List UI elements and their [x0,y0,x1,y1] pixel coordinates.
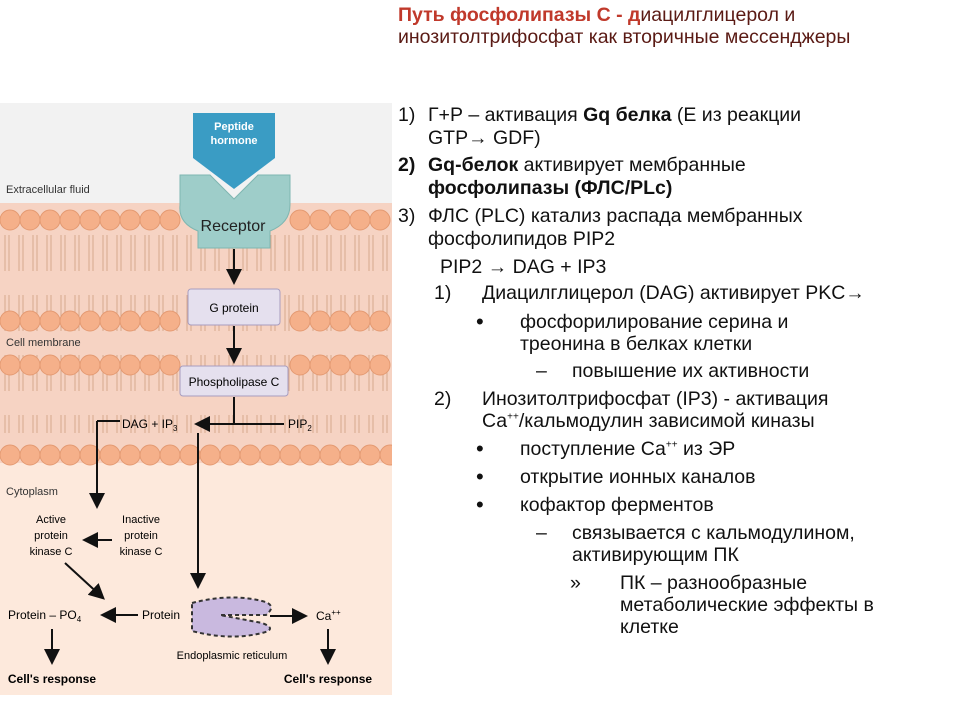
protein-po4-label: Protein – PO4 [8,608,82,624]
item-2-line-2: фосфолипазы (ФЛС/PLc) [428,177,673,199]
g-protein-label: G protein [209,301,258,315]
sub-sub-marker: » [570,572,581,594]
bullet-1-dot: • [476,309,484,334]
dash-2-marker: – [536,522,547,544]
dash-2-line-1: связывается с кальмодулином, [572,522,855,544]
hormone-label-1: Peptide [214,121,254,133]
inactive-pkc-label-2: protein [124,530,158,542]
item-3-line-2: фосфолипидов PIP2 [428,228,616,250]
signaling-pathway-diagram: Peptide hormone Receptor Extracellular f… [0,103,392,695]
item-2-marker: 2) [398,154,416,176]
sub-2-line-2: Са++/кальмодулин зависимой киназы [482,410,815,432]
item-3-line-1: ФЛС (PLC) катализ распада мембранных [428,205,803,227]
bullet-3-text: открытие ионных каналов [520,466,756,488]
cell-membrane-label: Cell membrane [6,337,81,349]
er-shape [191,596,273,638]
dash-1-marker: – [536,360,547,382]
protein-label: Protein [142,608,180,622]
g-protein-box [187,288,281,326]
cytoplasm-label: Cytoplasm [6,486,58,498]
sub-2-line-1: Инозитолтрифосфат (IP3) - активация [482,388,829,410]
peptide-hormone-shape [193,113,275,189]
slide-title: Путь фосфолипазы С - диацилглицерол и ин… [398,4,851,48]
phospholipid-heads [0,209,392,466]
response-left-label: Cell's response [8,672,97,686]
active-pkc-label-1: Active [36,514,66,526]
sub-1-marker: 1) [434,282,452,304]
item-1-line-2: GTP→ GDF) [428,127,541,149]
bullet-4-dot: • [476,492,484,517]
bullet-2-dot: • [476,436,484,461]
phospholipase-label: Phospholipase C [189,375,280,389]
item-3-marker: 3) [398,205,416,227]
sub-sub-line-3: клетке [620,616,679,638]
receptor-shape [179,174,291,249]
dash-1-text: повышение их активности [572,360,810,382]
sub-sub-line-1: ПК – разнообразные [620,572,808,594]
sub-1-text: Диацилглицерол (DAG) активирует PKC→ [482,282,865,304]
inactive-pkc-label-1: Inactive [122,514,160,526]
item-1-marker: 1) [398,104,416,126]
item-2-line-1: Gq-белок активирует мембранные [428,154,746,176]
bullet-3-dot: • [476,464,484,489]
hormone-label-2: hormone [210,135,257,147]
sub-2-marker: 2) [434,388,452,410]
bullet-1-line-2: треонина в белках клетки [520,333,753,355]
receptor-label: Receptor [201,218,267,235]
response-right-label: Cell's response [284,672,373,686]
dag-ip3-label: DAG + IP3 [122,417,178,433]
active-pkc-label-2: protein [34,530,68,542]
extracellular-label: Extracellular fluid [6,184,90,196]
item-1-line-1: Г+Р – активация Gq белка (Е из реакции [428,104,802,126]
bullet-1-line-1: фосфорилирование серина и [520,311,789,333]
active-pkc-label-3: kinase C [30,546,73,558]
bullet-4-text: кофактор ферментов [520,494,714,516]
reaction-line: PIP2 → DAG + IP3 [440,256,607,278]
sub-sub-line-2: метаболические эффекты в [620,594,874,616]
pip2-label: PIP2 [288,417,312,433]
er-label: Endoplasmic reticulum [177,650,288,662]
dash-2-line-2: активирующим ПК [572,544,739,566]
phospholipase-box [179,365,289,397]
ca-label: Ca++ [316,608,341,623]
inactive-pkc-label-3: kinase C [120,546,163,558]
bullet-2-text: поступление Са++ из ЭР [520,438,736,460]
